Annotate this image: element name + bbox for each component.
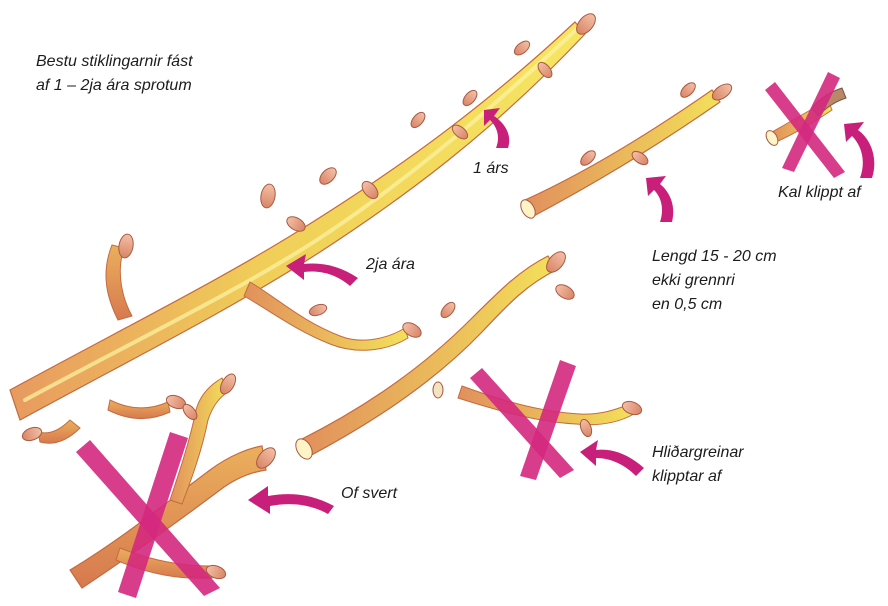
bud-icon — [259, 183, 277, 209]
bud-icon — [308, 302, 328, 318]
intro-line-1: Bestu stiklingarnir fást — [36, 50, 193, 74]
intro-text: Bestu stiklingarnir fást af 1 – 2ja ára … — [36, 50, 193, 98]
label-too-thick: Of svert — [341, 482, 397, 506]
length-line-1: Lengd 15 - 20 cm — [652, 245, 777, 269]
side-branches-line-2: klipptar af — [652, 465, 744, 489]
bud-icon — [553, 282, 576, 302]
label-two-year: 2ja ára — [366, 253, 415, 277]
arrow-icon — [844, 122, 874, 178]
bud-icon — [317, 165, 340, 188]
side-branches-line-1: Hliðargreinar — [652, 441, 744, 465]
label-one-year: 1 árs — [473, 157, 509, 181]
cutting-correct — [518, 80, 735, 221]
arrow-kal — [844, 122, 874, 178]
frost-tip-cut — [764, 72, 846, 178]
bud-icon — [460, 88, 479, 108]
bud-icon — [678, 80, 698, 100]
label-side-branches: Hliðargreinar klipptar af — [652, 441, 744, 489]
label-length: Lengd 15 - 20 cm ekki grennri en 0,5 cm — [652, 245, 777, 317]
arrow-icon — [248, 486, 334, 514]
label-frost-cut: Kal klippt af — [778, 181, 861, 205]
bud-icon — [408, 110, 427, 130]
arrow-ofsvert — [248, 486, 334, 514]
bud-icon — [433, 382, 443, 398]
arrow-lengd — [646, 176, 673, 222]
bud-icon — [512, 38, 532, 57]
bud-icon — [438, 300, 457, 320]
arrow-hlidargreinar — [580, 440, 644, 476]
arrow-icon — [580, 440, 644, 476]
length-line-2: ekki grennri — [652, 269, 777, 293]
intro-line-2: af 1 – 2ja ára sprotum — [36, 74, 193, 98]
arrow-icon — [646, 176, 673, 222]
length-line-3: en 0,5 cm — [652, 293, 777, 317]
